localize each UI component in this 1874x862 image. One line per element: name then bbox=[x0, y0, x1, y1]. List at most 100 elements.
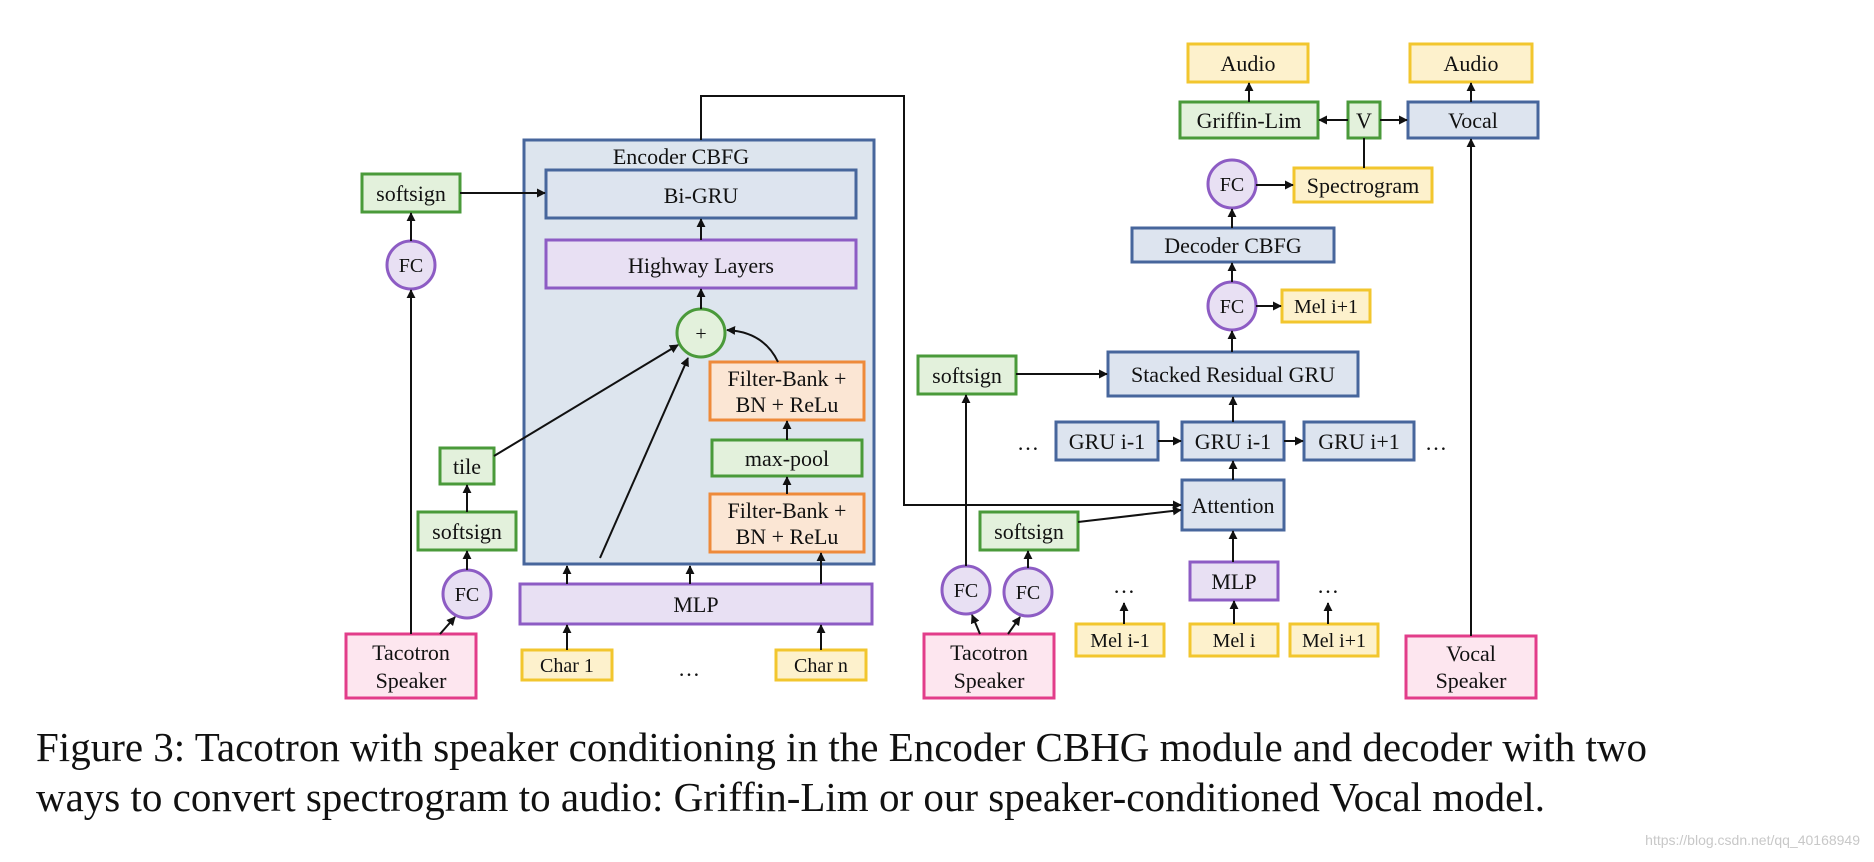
mel-prev-label: Mel i-1 bbox=[1090, 630, 1149, 652]
low-softsign-label: softsign bbox=[994, 519, 1064, 544]
connectors bbox=[406, 82, 1476, 650]
left-fc-bottom-label: FC bbox=[455, 584, 479, 606]
caption-line2: ways to convert spectrogram to audio: Gr… bbox=[36, 774, 1545, 820]
stacked-residual-gru-box: Stacked Residual GRU bbox=[1106, 350, 1360, 398]
charn-box: Char n bbox=[774, 648, 868, 682]
right-tacotron-speaker-line2: Speaker bbox=[954, 668, 1026, 693]
gru-next-label: GRU i+1 bbox=[1318, 429, 1399, 454]
mel-next-box: Mel i+1 bbox=[1280, 288, 1372, 324]
left-softsign-bottom-box: softsign bbox=[416, 510, 518, 552]
arrow-filterbank-to-plus bbox=[726, 325, 779, 363]
left-softsign-top-label: softsign bbox=[376, 181, 446, 206]
arrow-speaker-to-fc-b bbox=[1007, 616, 1021, 635]
v-switch-label: V bbox=[1356, 108, 1372, 133]
fc-a-label: FC bbox=[954, 580, 978, 602]
encoder-mlp-label: MLP bbox=[673, 592, 718, 617]
mid-softsign-label: softsign bbox=[932, 363, 1002, 388]
figure-caption: Figure 3: Tacotron with speaker conditio… bbox=[36, 722, 1856, 822]
encoder-cbfg-label: Encoder CBFG bbox=[613, 144, 749, 169]
right-tacotron-speaker-line1: Tacotron bbox=[950, 640, 1028, 665]
bigru-label: Bi-GRU bbox=[664, 183, 739, 208]
watermark: https://blog.csdn.net/qq_40168949 bbox=[1645, 832, 1860, 848]
left-tacotron-speaker-box: Tacotron Speaker bbox=[344, 632, 478, 700]
decoder-cbfg-box: Decoder CBFG bbox=[1130, 226, 1336, 264]
mel-i-label: Mel i bbox=[1213, 630, 1256, 652]
griffin-lim-box: Griffin-Lim bbox=[1178, 100, 1320, 140]
vocal-speaker-box: Vocal Speaker bbox=[1404, 634, 1538, 700]
right-tacotron-speaker-box: Tacotron Speaker bbox=[922, 632, 1056, 700]
audio-left-box: Audio bbox=[1186, 42, 1310, 84]
decoder-mlp-box: MLP bbox=[1188, 560, 1280, 602]
mel-dots-left: … bbox=[1113, 573, 1135, 598]
decoder-cbfg-label: Decoder CBFG bbox=[1164, 233, 1302, 258]
mel-i1-label: Mel i+1 bbox=[1302, 630, 1366, 652]
mid-softsign-box: softsign bbox=[916, 354, 1018, 396]
griffin-lim-label: Griffin-Lim bbox=[1197, 108, 1302, 133]
mel-dots-right: … bbox=[1317, 573, 1339, 598]
stacked-residual-gru-label: Stacked Residual GRU bbox=[1131, 362, 1335, 387]
attention-box: Attention bbox=[1180, 478, 1286, 532]
gru-curr-box: GRU i-1 bbox=[1180, 420, 1286, 462]
tacotron-diagram: Encoder CBFG Bi-GRU Highway Layers + Fil… bbox=[344, 42, 1540, 700]
left-fc-top-label: FC bbox=[399, 255, 423, 277]
mel-next-label: Mel i+1 bbox=[1294, 296, 1358, 318]
spectrogram-box: Spectrogram bbox=[1292, 166, 1434, 204]
left-tacotron-speaker-line2: Speaker bbox=[376, 668, 448, 693]
arrow-speaker-to-fc-bottom bbox=[439, 616, 456, 635]
left-tacotron-speaker-line1: Tacotron bbox=[372, 640, 450, 665]
left-fc-top-node: FC bbox=[385, 239, 437, 291]
maxpool-box: max-pool bbox=[710, 438, 864, 478]
fc-spectrogram-label: FC bbox=[1220, 174, 1244, 196]
low-softsign-box: softsign bbox=[978, 510, 1080, 552]
tile-box: tile bbox=[438, 446, 496, 486]
highway-layers-box: Highway Layers bbox=[544, 238, 858, 290]
char1-box: Char 1 bbox=[520, 648, 614, 682]
arrow-softsign-to-attention bbox=[1077, 506, 1182, 523]
audio-right-box: Audio bbox=[1408, 42, 1534, 84]
audio-left-label: Audio bbox=[1221, 51, 1276, 76]
fc-a-node: FC bbox=[940, 564, 992, 616]
char1-label: Char 1 bbox=[540, 655, 594, 677]
mel-i1-box: Mel i+1 bbox=[1288, 622, 1380, 658]
encoder-mlp-box: MLP bbox=[518, 582, 874, 626]
mel-prev-box: Mel i-1 bbox=[1074, 622, 1166, 658]
vocal-speaker-line1: Vocal bbox=[1446, 641, 1496, 666]
gru-ellipsis-left: … bbox=[1017, 430, 1039, 455]
fc-mel-label: FC bbox=[1220, 296, 1244, 318]
bigru-box: Bi-GRU bbox=[544, 168, 858, 220]
v-switch-box: V bbox=[1346, 100, 1382, 140]
left-softsign-top-box: softsign bbox=[360, 172, 462, 214]
arrow-encoder-to-attention bbox=[700, 95, 1182, 510]
highway-layers-label: Highway Layers bbox=[628, 253, 774, 278]
left-softsign-bottom-label: softsign bbox=[432, 519, 502, 544]
maxpool-label: max-pool bbox=[745, 446, 829, 471]
filterbank-bottom-line2: BN + ReLu bbox=[736, 524, 839, 549]
attention-label: Attention bbox=[1191, 493, 1274, 518]
filterbank-bottom-box: Filter-Bank + BN + ReLu bbox=[708, 492, 866, 554]
arrow-tile-to-plus bbox=[493, 344, 679, 457]
mel-i-box: Mel i bbox=[1188, 622, 1280, 658]
decoder-mlp-label: MLP bbox=[1211, 569, 1256, 594]
filterbank-top-box: Filter-Bank + BN + ReLu bbox=[708, 360, 866, 422]
charn-label: Char n bbox=[794, 655, 848, 677]
gru-curr-label: GRU i-1 bbox=[1195, 429, 1271, 454]
filterbank-bottom-line1: Filter-Bank + bbox=[728, 498, 847, 523]
fc-b-label: FC bbox=[1016, 582, 1040, 604]
spectrogram-label: Spectrogram bbox=[1307, 173, 1419, 198]
tile-label: tile bbox=[453, 454, 481, 479]
arrow-speaker-to-fc-a bbox=[970, 614, 981, 635]
audio-right-label: Audio bbox=[1444, 51, 1499, 76]
filterbank-top-line2: BN + ReLu bbox=[736, 392, 839, 417]
plus-label: + bbox=[695, 323, 706, 345]
gru-next-box: GRU i+1 bbox=[1302, 420, 1416, 462]
gru-ellipsis-right: … bbox=[1425, 430, 1447, 455]
caption-line1: Figure 3: Tacotron with speaker conditio… bbox=[36, 724, 1647, 770]
vocal-label: Vocal bbox=[1448, 108, 1498, 133]
left-fc-bottom-node: FC bbox=[441, 568, 493, 620]
fc-b-node: FC bbox=[1002, 566, 1054, 618]
fc-mel-node: FC bbox=[1206, 280, 1258, 332]
plus-node: + bbox=[675, 307, 727, 359]
gru-prev-label: GRU i-1 bbox=[1069, 429, 1145, 454]
gru-prev-box: GRU i-1 bbox=[1054, 420, 1160, 462]
char-ellipsis: … bbox=[678, 656, 700, 681]
